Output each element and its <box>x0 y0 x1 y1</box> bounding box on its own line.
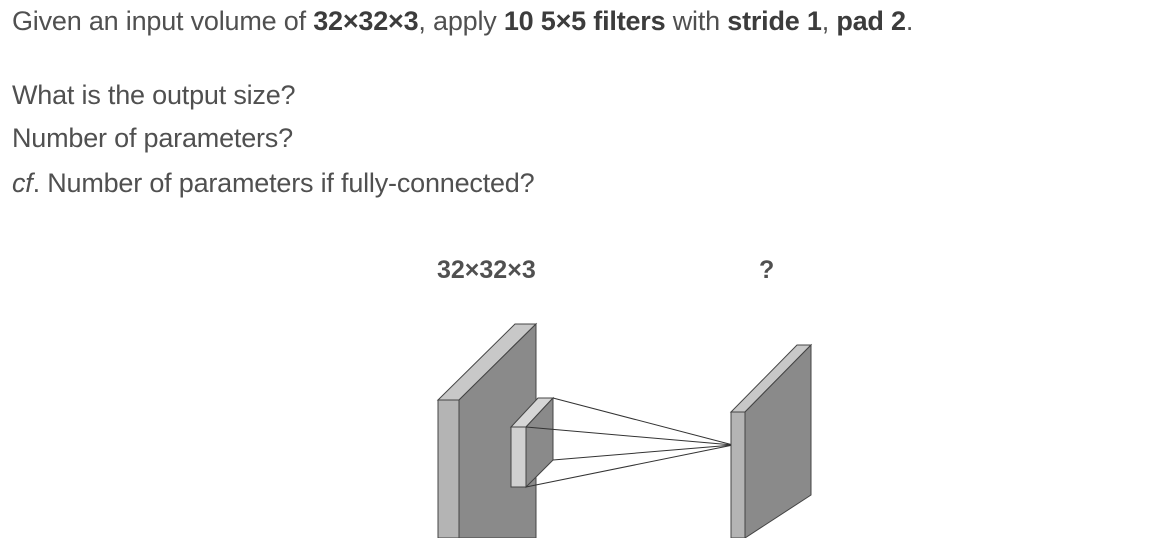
question-num-params: Number of parameters? <box>12 123 293 153</box>
input-volume-label: 32×32×3 <box>437 256 536 284</box>
question-output-size: What is the output size? <box>12 80 296 110</box>
output-volume-label: ? <box>759 256 775 284</box>
question-fc-params: cf. Number of parameters if fully-connec… <box>12 168 535 198</box>
problem-statement: Given an input volume of 32×32×3, apply … <box>12 6 914 36</box>
output-volume <box>729 343 813 538</box>
connection-lines <box>525 397 734 488</box>
